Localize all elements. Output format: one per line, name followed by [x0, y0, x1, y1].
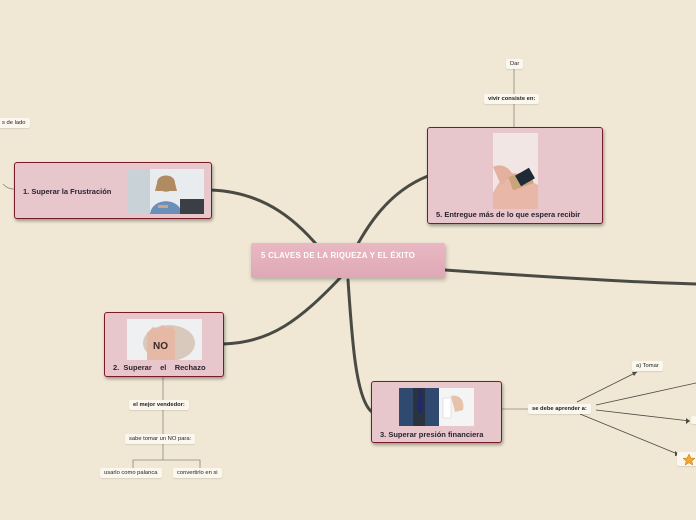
star-icon [682, 453, 696, 466]
branch-label: 3. Superar presión financiera [380, 430, 484, 439]
subnode-dar[interactable]: Dar [506, 59, 524, 69]
subnode-mejor-vendedor[interactable]: el mejor vendedor: [129, 400, 189, 410]
subnode-a-tomar[interactable]: a) Tomar [632, 361, 663, 371]
branch-label: 1. Superar la Frustración [23, 187, 112, 196]
central-topic[interactable]: 5 CLAVES DE LA RIQUEZA Y EL ÉXITO [251, 243, 445, 278]
subnode-vivir-consiste[interactable]: vivir consiste en: [484, 94, 540, 104]
star-node[interactable] [677, 452, 696, 466]
svg-text:NO: NO [153, 341, 168, 352]
branch-entregue-mas[interactable]: 5. Entregue más de lo que espera recibir [427, 127, 603, 224]
branch-superar-frustracion[interactable]: 1. Superar la Frustración [14, 162, 212, 219]
gift-hands-photo [493, 133, 538, 209]
branch-superar-presion-financiera[interactable]: 3. Superar presión financiera [371, 381, 502, 443]
subnode-offscreen-marker[interactable] [691, 416, 696, 424]
stressed-woman-photo [128, 169, 204, 214]
subnode-de-lado[interactable]: s de lado [0, 118, 30, 128]
subnode-sabe-tomar-no[interactable]: sabe tomar un NO para: [125, 434, 196, 444]
branch-label: 2. Superar el Rechazo [113, 363, 206, 372]
central-title: 5 CLAVES DE LA RIQUEZA Y EL ÉXITO [261, 251, 416, 260]
no-hand-photo: NO [127, 319, 202, 360]
branch-superar-rechazo[interactable]: NO 2. Superar el Rechazo [104, 312, 224, 377]
subnode-debe-aprender[interactable]: se debe aprender a: [528, 404, 591, 414]
subnode-convertirlo[interactable]: convertirlo en si [173, 468, 222, 478]
subnode-usarlo-palanca[interactable]: usarlo como palanca [100, 468, 162, 478]
businessman-photo [399, 388, 474, 426]
branch-label: 5. Entregue más de lo que espera recibir [436, 210, 581, 219]
